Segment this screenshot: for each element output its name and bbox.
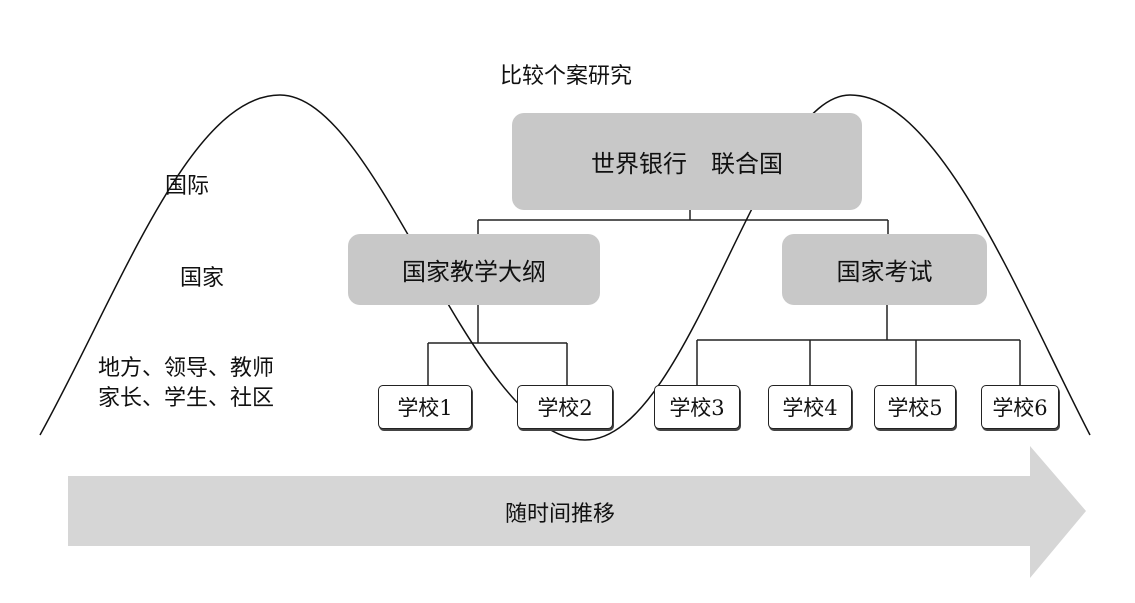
node-national-curriculum: 国家教学大纲	[348, 234, 600, 305]
wave-curve	[39, 94, 1091, 441]
node-national-exam: 国家考试	[782, 234, 987, 305]
node-world-bank-un: 世界银行 联合国	[512, 113, 862, 210]
time-arrow-label: 随时间推移	[505, 502, 616, 527]
diagram-title: 比较个案研究	[500, 64, 633, 89]
node-school-3: 学校3	[654, 385, 740, 429]
level-local-1: 地方、领导、教师	[98, 356, 275, 381]
node-school-4: 学校4	[768, 385, 852, 429]
level-national: 国家	[180, 266, 225, 291]
node-school-6: 学校6	[981, 385, 1059, 429]
node-school-2: 学校2	[517, 385, 613, 429]
level-local-2: 家长、学生、社区	[98, 386, 275, 411]
connector-lines	[427, 210, 1021, 385]
time-arrow	[68, 446, 1086, 578]
level-international: 国际	[165, 174, 210, 199]
node-school-5: 学校5	[874, 385, 956, 429]
node-school-1: 学校1	[378, 385, 472, 429]
